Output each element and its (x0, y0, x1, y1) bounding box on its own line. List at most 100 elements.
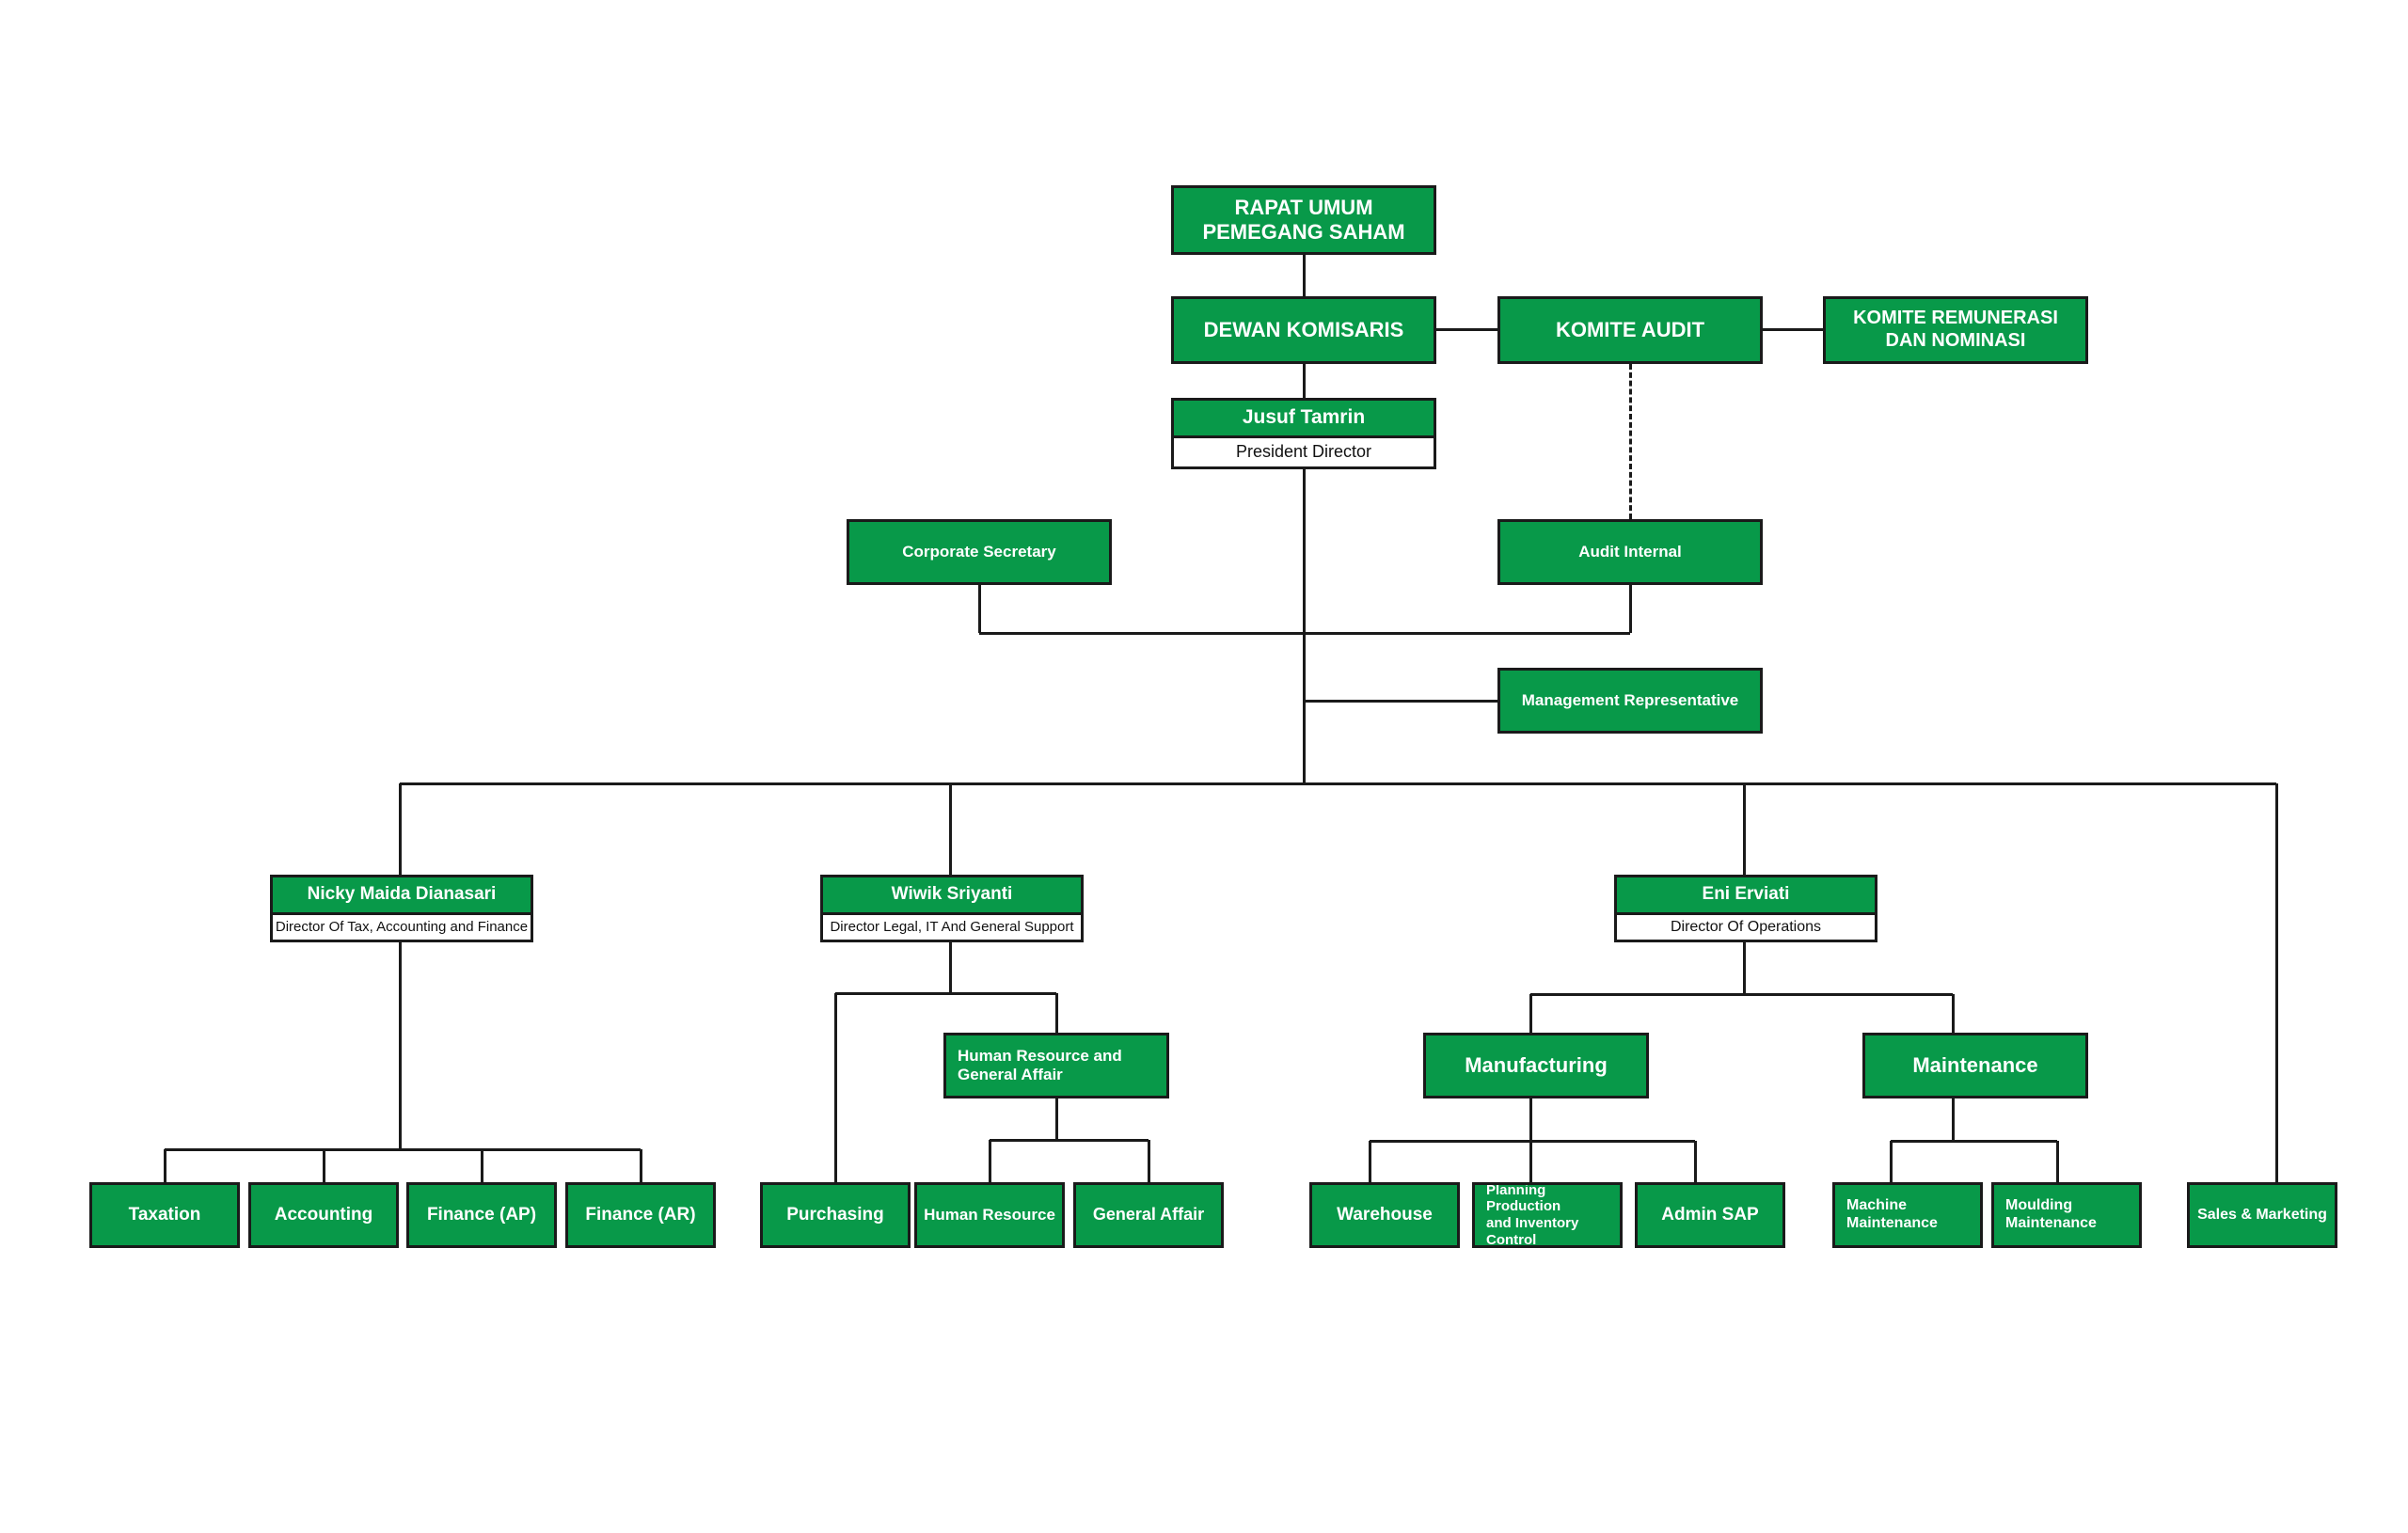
org-node-name-president_director: Jusuf Tamrin (1174, 401, 1434, 438)
org-node-label-maintenance: Maintenance (1912, 1053, 2038, 1078)
org-node-management_representative[interactable]: Management Representative (1497, 668, 1763, 734)
org-node-label-rups: RAPAT UMUM PEMEGANG SAHAM (1202, 196, 1405, 244)
connector-manu-bus (1370, 1139, 1695, 1143)
connector-tax-drop-3 (480, 1149, 483, 1182)
connector-legal-stem (948, 942, 952, 993)
connector-drop-sales (2274, 783, 2278, 1182)
org-node-finance_ar[interactable]: Finance (AR) (565, 1182, 716, 1248)
org-node-corporate_secretary[interactable]: Corporate Secretary (847, 519, 1112, 585)
org-node-audit_internal[interactable]: Audit Internal (1497, 519, 1763, 585)
org-node-title-director_operations: Director Of Operations (1617, 915, 1875, 940)
org-node-komite_remunerasi[interactable]: KOMITE REMUNERASI DAN NOMINASI (1823, 296, 2088, 364)
org-node-warehouse[interactable]: Warehouse (1309, 1182, 1460, 1248)
org-node-finance_ap[interactable]: Finance (AP) (406, 1182, 557, 1248)
connector-tax-drop-1 (163, 1149, 166, 1182)
org-node-label-taxation: Taxation (128, 1204, 201, 1225)
connector-tax-stem (398, 942, 402, 1149)
connector-legal-drop-purchasing (833, 993, 837, 1182)
org-node-maintenance[interactable]: Maintenance (1862, 1033, 2088, 1098)
org-node-label-moulding_maintenance: Moulding Maintenance (2005, 1197, 2097, 1231)
org-node-title-director_tax: Director Of Tax, Accounting and Finance (273, 915, 531, 940)
org-node-name-director_tax: Nicky Maida Dianasari (273, 877, 531, 915)
org-node-label-corporate_secretary: Corporate Secretary (902, 542, 1056, 561)
connector-hrga-bus (990, 1138, 1149, 1142)
connector-ka-to-krn (1763, 327, 1823, 331)
connector-legal-bus (835, 991, 1056, 995)
connector-hrga-drop-hr (988, 1140, 991, 1182)
org-node-label-dewan_komisaris: DEWAN KOMISARIS (1203, 318, 1404, 342)
org-node-rups[interactable]: RAPAT UMUM PEMEGANG SAHAM (1171, 185, 1436, 255)
connector-dk-to-pd (1302, 364, 1306, 398)
connector-ka-to-ai-dashed (1629, 364, 1632, 519)
connector-mr-bus (1304, 699, 1497, 703)
connector-drop-dir-tax (398, 783, 402, 875)
org-node-komite_audit[interactable]: KOMITE AUDIT (1497, 296, 1763, 364)
org-node-label-sales_marketing: Sales & Marketing (2197, 1206, 2327, 1223)
org-node-label-ppic: Planning Production and Inventory Contro… (1486, 1182, 1579, 1248)
org-node-purchasing[interactable]: Purchasing (760, 1182, 911, 1248)
connector-rups-to-dk (1302, 255, 1306, 296)
org-node-accounting[interactable]: Accounting (248, 1182, 399, 1248)
connector-pd-spine-main (1302, 469, 1306, 783)
connector-ops-drop-maint (1951, 994, 1955, 1033)
connector-manu-drop-wh (1368, 1141, 1371, 1182)
org-node-label-finance_ap: Finance (AP) (426, 1204, 537, 1225)
connector-hrga-stem (1054, 1098, 1058, 1140)
org-node-title-director_legal: Director Legal, IT And General Support (823, 915, 1081, 940)
org-node-label-machine_maintenance: Machine Maintenance (1846, 1197, 1938, 1231)
org-node-hr_ga[interactable]: Human Resource and General Affair (943, 1033, 1169, 1098)
connector-manu-drop-sap (1693, 1141, 1697, 1182)
org-node-manufacturing[interactable]: Manufacturing (1423, 1033, 1649, 1098)
connector-ai-drop (1628, 585, 1632, 633)
connector-dk-to-ka (1436, 327, 1497, 331)
org-node-title-president_director: President Director (1174, 438, 1434, 466)
connector-director-bus (400, 782, 2276, 785)
connector-maint-drop-moulding (2055, 1141, 2059, 1182)
connector-drop-dir-ops (1742, 783, 1746, 875)
org-node-label-purchasing: Purchasing (786, 1204, 884, 1225)
org-node-name-director_operations: Eni Erviati (1617, 877, 1875, 915)
connector-maint-drop-machine (1889, 1141, 1893, 1182)
connector-manu-drop-ppic (1529, 1141, 1532, 1182)
org-node-machine_maintenance[interactable]: Machine Maintenance (1832, 1182, 1983, 1248)
connector-legal-drop-hrga (1054, 993, 1058, 1033)
connector-ops-stem (1742, 942, 1746, 994)
connector-hrga-drop-ga (1147, 1140, 1150, 1182)
org-node-name-director_legal: Wiwik Sriyanti (823, 877, 1081, 915)
org-node-label-komite_audit: KOMITE AUDIT (1555, 318, 1705, 342)
org-node-label-finance_ar: Finance (AR) (585, 1204, 696, 1225)
connector-ops-drop-manu (1529, 994, 1532, 1033)
org-node-dewan_komisaris[interactable]: DEWAN KOMISARIS (1171, 296, 1436, 364)
org-node-sales_marketing[interactable]: Sales & Marketing (2187, 1182, 2337, 1248)
org-node-label-accounting: Accounting (274, 1204, 373, 1225)
connector-manu-stem (1529, 1098, 1532, 1141)
connector-tax-drop-2 (322, 1149, 325, 1182)
org-node-general_affair[interactable]: General Affair (1073, 1182, 1224, 1248)
org-node-moulding_maintenance[interactable]: Moulding Maintenance (1991, 1182, 2142, 1248)
org-node-label-warehouse: Warehouse (1337, 1204, 1433, 1225)
connector-cs-drop (977, 585, 981, 633)
connector-drop-dir-legal (948, 783, 952, 875)
org-node-taxation[interactable]: Taxation (89, 1182, 240, 1248)
org-node-label-management_representative: Management Representative (1521, 690, 1739, 709)
org-node-label-hr_ga: Human Resource and General Affair (958, 1046, 1122, 1083)
connector-maint-stem (1951, 1098, 1955, 1141)
connector-ops-bus (1530, 992, 1953, 996)
connector-pd-spine-lower (1302, 701, 1306, 783)
connector-cs-ai-bus (979, 631, 1630, 635)
org-node-label-general_affair: General Affair (1092, 1205, 1205, 1225)
org-node-label-admin_sap: Admin SAP (1661, 1204, 1759, 1225)
org-node-human_resource[interactable]: Human Resource (914, 1182, 1065, 1248)
connector-tax-drop-4 (639, 1149, 642, 1182)
org-node-label-manufacturing: Manufacturing (1465, 1053, 1608, 1078)
org-node-admin_sap[interactable]: Admin SAP (1635, 1182, 1785, 1248)
connector-maint-bus (1891, 1139, 2057, 1143)
org-node-ppic[interactable]: Planning Production and Inventory Contro… (1472, 1182, 1623, 1248)
connector-tax-bus (165, 1147, 641, 1151)
org-node-label-audit_internal: Audit Internal (1578, 542, 1682, 561)
